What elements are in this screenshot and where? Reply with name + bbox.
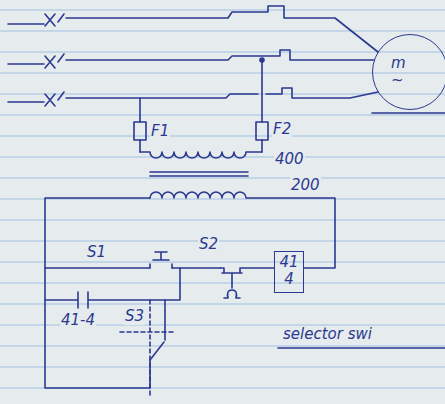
node-text: 4 [278, 271, 300, 288]
switch-label: S1 [86, 244, 107, 261]
node-text: m [391, 55, 406, 72]
wiring [8, 6, 445, 395]
motor-symbol: m~ [372, 34, 445, 110]
switch-label: S3 [124, 308, 145, 325]
ruled-paper [0, 10, 445, 388]
node-text: ~ [391, 72, 404, 89]
note-text: selector swi [282, 326, 373, 343]
voltage-label: 400 [274, 151, 305, 168]
node-text: 41 [278, 254, 300, 271]
relay-coil: 414 [274, 251, 304, 293]
voltage-label: 200 [290, 177, 321, 194]
contact-label: 41-4 [60, 312, 96, 329]
fuse-label: F1 [150, 123, 170, 140]
fuse-label: F2 [272, 121, 292, 138]
switch-label: S2 [198, 236, 219, 253]
